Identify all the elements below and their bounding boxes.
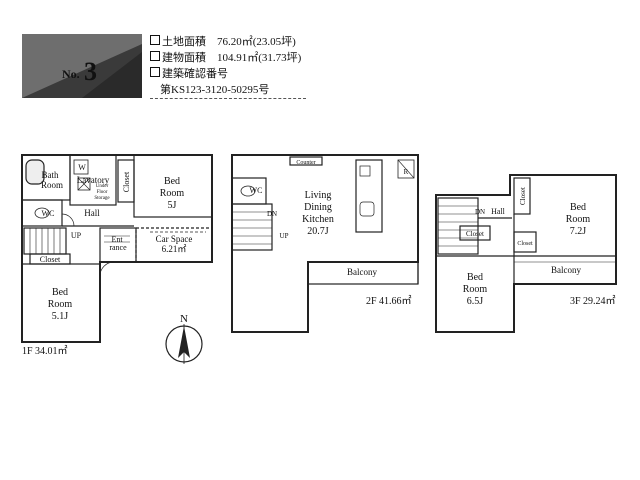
land-area-row: 土地面積 76.20㎡(23.05坪): [150, 34, 301, 50]
building-area-row: 建物面積 104.91㎡(31.73坪): [150, 50, 301, 66]
ldk-label-3: Kitchen: [302, 214, 334, 225]
floor-1-plan: [21, 154, 213, 343]
ldk-label-1: Living: [305, 190, 332, 201]
under-floor-3: Storage: [94, 196, 110, 201]
r-label: R: [404, 168, 409, 176]
bed-room-65j-3: 6.5J: [467, 296, 484, 307]
under-floor-2: Floor: [97, 190, 108, 195]
bath-label-2: Room: [41, 180, 63, 190]
bed-room-51j-1: Bed: [52, 287, 68, 298]
floor-3-plan: [435, 174, 617, 333]
bed-room-51j-3: 5.1J: [52, 311, 69, 322]
listing-number-banner: No. 3: [22, 34, 142, 98]
hall-1f-label: Hall: [84, 208, 100, 218]
checkbox-icon: [150, 51, 160, 61]
up-2f-label: UP: [280, 232, 289, 240]
closet-3f-small: Closet: [466, 230, 484, 238]
hall-3f-label: Hall: [491, 207, 506, 216]
info-underline: [150, 98, 306, 99]
floor-1-area: 1F 34.01㎡: [22, 346, 68, 357]
confirmation-label: 建築確認番号: [162, 68, 228, 80]
floor-2-plan: [231, 154, 419, 333]
car-space-label: Car Space: [156, 234, 193, 244]
closet-3f-vertical: Closet: [519, 187, 527, 205]
closet-3f-mid: Closet: [517, 241, 533, 247]
w-label: W: [78, 163, 86, 172]
land-area-text: 土地面積 76.20㎡(23.05坪): [162, 36, 296, 48]
property-info: 土地面積 76.20㎡(23.05坪) 建物面積 104.91㎡(31.73坪)…: [150, 34, 301, 98]
floor-3-area: 3F 29.24㎡: [570, 296, 616, 307]
balcony-3f-label: Balcony: [551, 265, 581, 275]
building-area-text: 建物面積 104.91㎡(31.73坪): [162, 52, 302, 64]
bed-room-72j-2: Room: [566, 214, 591, 225]
listing-number-prefix: No.: [62, 67, 80, 81]
north-compass-icon: N: [165, 313, 203, 364]
bed-room-72j-3: 7.2J: [570, 226, 587, 237]
counter-label: Counter: [296, 160, 315, 166]
dn-2f-label: DN: [267, 210, 277, 218]
wc-1f-label: WC: [42, 209, 55, 218]
compass-north-label: N: [180, 313, 188, 325]
balcony-2f-label: Balcony: [347, 267, 377, 277]
bed-room-5j-3: 5J: [168, 200, 177, 211]
lavatory-label: Lavatory: [77, 175, 110, 185]
bed-room-65j-1: Bed: [467, 272, 483, 283]
closet-vertical-label: Closet: [122, 171, 131, 192]
floor-2-area: 2F 41.66㎡: [366, 296, 412, 307]
bed-room-65j-2: Room: [463, 284, 488, 295]
checkbox-icon: [150, 35, 160, 45]
bed-room-5j-2: Room: [160, 188, 185, 199]
ldk-label-2: Dining: [304, 202, 332, 213]
entrance-label-1: Ent: [111, 235, 123, 244]
checkbox-icon: [150, 67, 160, 77]
entrance-label-2: rance: [109, 243, 127, 252]
bed-room-5j-1: Bed: [164, 176, 180, 187]
wc-2f-label: WC: [250, 186, 263, 195]
bath-label-1: Bath: [42, 170, 59, 180]
ldk-label-4: 20.7J: [307, 226, 329, 237]
closet-1f-horizontal: Closet: [40, 255, 61, 264]
confirmation-number: 第KS123-3120-50295号: [160, 84, 270, 96]
listing-number: 3: [84, 57, 97, 86]
confirmation-label-row: 建築確認番号: [150, 66, 301, 82]
under-floor-1: Under: [96, 184, 109, 189]
bed-room-72j-1: Bed: [570, 202, 586, 213]
up-1f-label: UP: [71, 231, 82, 240]
car-space-area: 6.21㎡: [162, 244, 187, 254]
bed-room-51j-2: Room: [48, 299, 73, 310]
dn-3f-label: DN: [475, 208, 485, 216]
